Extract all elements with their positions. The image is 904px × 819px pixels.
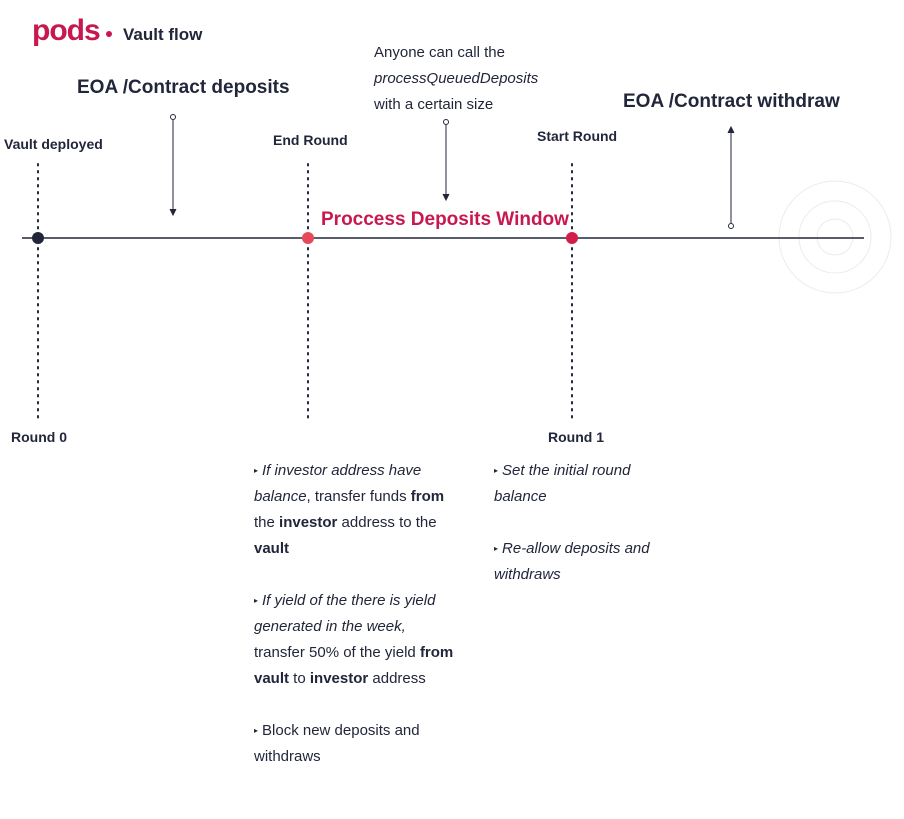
process-call-note: Anyone can call the processQueuedDeposit… xyxy=(374,40,538,118)
end-round-action-3: ▸Block new deposits and withdraws xyxy=(254,722,420,765)
separator-dot xyxy=(106,31,112,37)
end-round-actions: ▸If investor address have balance, trans… xyxy=(254,458,454,796)
bullet-triangle-icon: ▸ xyxy=(254,596,259,605)
withdraw-arrow xyxy=(727,125,735,229)
start-round-node xyxy=(566,232,578,244)
vault-deployed-label: Vault deployed xyxy=(4,136,103,152)
deposits-heading: EOA /Contract deposits xyxy=(77,77,290,98)
start-round-action-2: ▸Re-allow deposits and withdraws xyxy=(494,540,650,583)
bullet-triangle-icon: ▸ xyxy=(494,544,499,553)
withdraw-heading: EOA /Contract withdraw xyxy=(623,91,840,112)
round1-label: Round 1 xyxy=(548,429,604,445)
process-call-line3: with a certain size xyxy=(374,96,494,113)
end-round-action-2: ▸If yield of the there is yield generate… xyxy=(254,592,454,687)
deposit-arrow xyxy=(169,114,177,217)
process-call-function: processQueuedDeposits xyxy=(374,70,539,87)
end-round-label: End Round xyxy=(273,132,348,148)
end-round-action-1: ▸If investor address have balance, trans… xyxy=(254,462,445,557)
vault-deployed-node xyxy=(32,232,44,244)
bullet-triangle-icon: ▸ xyxy=(494,466,499,475)
pods-logo: pods xyxy=(32,14,101,47)
round0-label: Round 0 xyxy=(11,429,67,445)
decorative-circles xyxy=(778,180,892,294)
bullet-triangle-icon: ▸ xyxy=(254,466,259,475)
process-deposits-window-label: Proccess Deposits Window xyxy=(321,209,569,230)
start-round-label: Start Round xyxy=(537,128,618,144)
page-title: Vault flow xyxy=(123,25,203,44)
process-call-line1: Anyone can call the xyxy=(374,44,505,61)
bullet-triangle-icon: ▸ xyxy=(254,726,259,735)
start-round-actions: ▸Set the initial round balance ▸Re-allow… xyxy=(494,458,674,614)
end-round-node xyxy=(302,232,314,244)
start-round-action-1: ▸Set the initial round balance xyxy=(494,462,631,505)
process-call-arrow xyxy=(442,119,450,202)
